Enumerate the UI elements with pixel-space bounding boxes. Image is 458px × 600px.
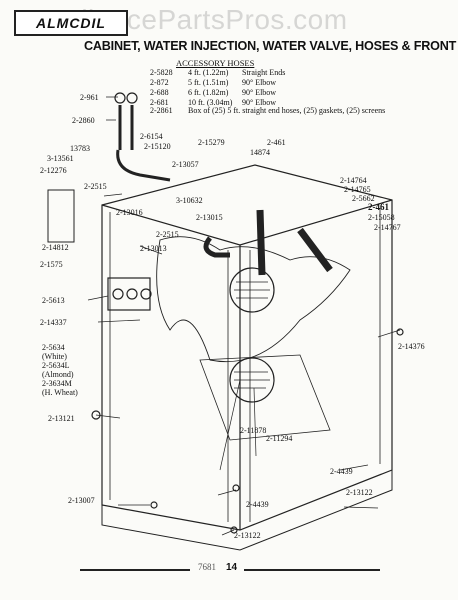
- hose-part-number: 2-688: [150, 88, 169, 97]
- callout-2-13057: 2-13057: [172, 160, 199, 169]
- callout-2-5634: 2-5634: [42, 343, 65, 352]
- page-number: 14: [226, 562, 238, 573]
- callout-2-6154: 2-6154: [140, 132, 163, 141]
- accessory-hoses-table: ACCESSORY HOSES 2-5828 4 ft. (1.22m) Strai…: [150, 58, 285, 108]
- callout-2-13013: 2-13013: [140, 244, 167, 253]
- hose-length: 10 ft. (3.04m): [188, 98, 233, 107]
- callout-2-15058: 2-15058: [368, 213, 395, 222]
- hose-part-number: 2-5828: [150, 68, 173, 77]
- accessory-hoses-heading: ACCESSORY HOSES: [176, 58, 255, 68]
- footer-code: 7681: [198, 562, 216, 572]
- hose-desc: 90° Elbow: [242, 98, 277, 107]
- page-footer: 7681 14: [80, 562, 380, 576]
- callout-2-15120: 2-15120: [144, 142, 171, 151]
- hose-desc: Straight Ends: [242, 68, 286, 77]
- page-title: CABINET, WATER INJECTION, WATER VALVE, H…: [84, 39, 458, 53]
- hose-box-part: 2-2861: [150, 106, 173, 115]
- callout-2-461-b: 2-461: [368, 202, 389, 212]
- callout-2-11878: 2-11878: [240, 426, 267, 435]
- callout-2-1575: 2-1575: [40, 260, 63, 269]
- callout-2-2515-b: 2-2515: [156, 230, 179, 239]
- callout-14874: 14874: [250, 148, 270, 157]
- hose-part-number: 2-872: [150, 78, 169, 87]
- callout-2-14764: 2-14764: [340, 176, 367, 185]
- callout-2-15279: 2-15279: [198, 138, 225, 147]
- callout-2-961: 2-961: [80, 93, 99, 102]
- callout-2-12276: 2-12276: [40, 166, 67, 175]
- hose-row: 2-5828 4 ft. (1.22m) Straight Ends: [150, 68, 285, 78]
- callout-2-13122-a: 2-13122: [346, 488, 373, 497]
- callout-2-5613: 2-5613: [42, 296, 65, 305]
- callout-2-4439-a: 2-4439: [330, 467, 353, 476]
- callout-2-13015: 2-13015: [196, 213, 223, 222]
- callout-2-5634L: 2-5634L: [42, 361, 70, 370]
- callout-2-13016: 2-13016: [116, 208, 143, 217]
- callout-3-10632: 3-10632: [176, 196, 203, 205]
- callout-2-461-a: 2-461: [267, 138, 286, 147]
- callout-2-2515-a: 2-2515: [84, 182, 107, 191]
- cabinet-top-edge: [101, 199, 393, 246]
- hose-row: 2-872 5 ft. (1.51m) 90° Elbow: [150, 78, 285, 88]
- callout-13783: 13783: [70, 144, 90, 153]
- callout-2-13007: 2-13007: [68, 496, 95, 505]
- hose-box-note: 2-2861 Box of (25) 5 ft. straight end hos…: [150, 106, 425, 116]
- brand-logo: ALMCDIL: [14, 10, 128, 36]
- hose-row: 2-681 10 ft. (3.04m) 90° Elbow: [150, 98, 285, 108]
- callout-2-13121: 2-13121: [48, 414, 75, 423]
- callout-2-14337: 2-14337: [40, 318, 67, 327]
- hose-length: 5 ft. (1.51m): [188, 78, 229, 87]
- callout-2-14765: 2-14765: [344, 185, 371, 194]
- callout-2-3634M: 2-3634M: [42, 379, 72, 388]
- callout-2-14376: 2-14376: [398, 342, 425, 351]
- callout-2-5662: 2-5662: [352, 194, 375, 203]
- callout-2-14767: 2-14767: [374, 223, 401, 232]
- hose-length: 4 ft. (1.22m): [188, 68, 229, 77]
- hose-desc: 90° Elbow: [242, 88, 277, 97]
- hose-box-desc: Box of (25) 5 ft. straight end hoses, (2…: [188, 106, 386, 115]
- callout-2-14812: 2-14812: [42, 243, 69, 252]
- hose-desc: 90° Elbow: [242, 78, 277, 87]
- callout-2-11294: 2-11294: [266, 434, 293, 443]
- callout-almond: (Almond): [42, 370, 74, 379]
- callout-white: (White): [42, 352, 67, 361]
- hose-part-number: 2-681: [150, 98, 169, 107]
- hose-length: 6 ft. (1.82m): [188, 88, 229, 97]
- footer-rule-right: [244, 569, 380, 571]
- hose-row: 2-688 6 ft. (1.82m) 90° Elbow: [150, 88, 285, 98]
- callout-2-2860: 2-2860: [72, 116, 95, 125]
- callout-harvest-wheat: (H. Wheat): [42, 388, 78, 397]
- callout-2-4439-b: 2-4439: [246, 500, 269, 509]
- callout-3-13561: 3-13561: [47, 154, 74, 163]
- callout-2-13122-b: 2-13122: [234, 531, 261, 540]
- footer-rule-left: [80, 569, 190, 571]
